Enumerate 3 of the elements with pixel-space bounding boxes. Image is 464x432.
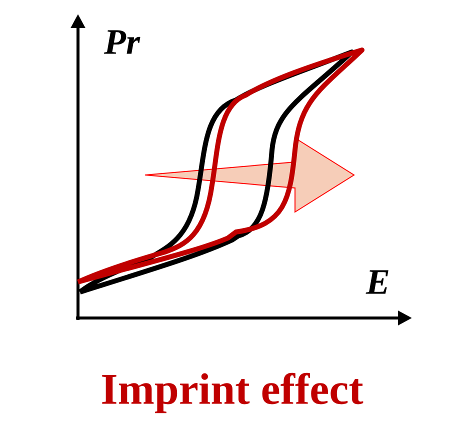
axis-label: Pr bbox=[104, 30, 140, 54]
axis-label: E bbox=[366, 270, 388, 294]
caption: Imprint effect bbox=[102, 372, 364, 414]
